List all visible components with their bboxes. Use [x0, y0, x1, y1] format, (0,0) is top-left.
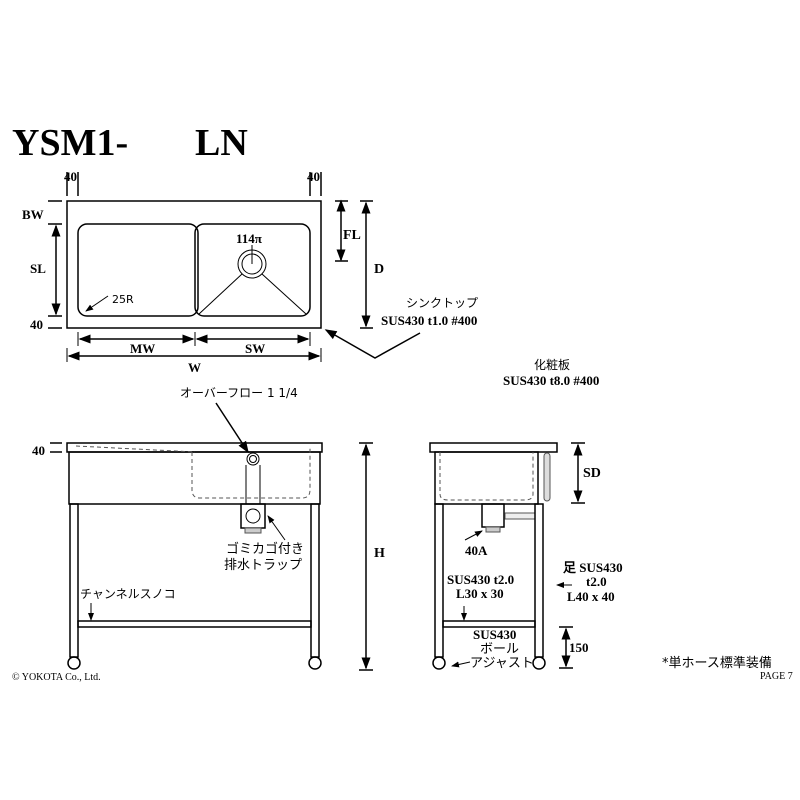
radius-label: 25R	[112, 293, 134, 306]
front-view: オーバーフロー 1 1/4 40 ゴミカゴ付き 排水トラップ チャンネルスノコ …	[32, 386, 385, 671]
mw-label: MW	[130, 341, 155, 356]
fl-label: FL	[343, 228, 361, 243]
trap-label-line2: 排水トラップ	[224, 558, 302, 573]
h-label: H	[374, 546, 385, 561]
page-number: PAGE 7	[760, 671, 793, 682]
top-view: 40 40 BW SL 40 FL D MW SW W 25R 114π シンク…	[22, 169, 478, 375]
side-view: SD 40A SUS430 t2.0 L30 x 30 足 SUS430 t2.…	[429, 442, 623, 671]
channel-shelf	[77, 620, 312, 628]
leg-size: L40 x 40	[567, 589, 615, 604]
adjuster-material: SUS430	[473, 627, 516, 642]
overflow-label: オーバーフロー 1 1/4	[180, 386, 298, 400]
copyright: © YOKOTA Co., Ltd.	[12, 672, 101, 683]
adjuster-label: アジャスト	[470, 656, 534, 671]
adjuster-type: ボール	[480, 642, 519, 657]
leg-material: 足 SUS430	[563, 560, 623, 575]
sd-label: SD	[583, 466, 601, 481]
d-label: D	[374, 262, 384, 277]
leg-thickness: t2.0	[586, 574, 607, 589]
frame-material: SUS430 t2.0	[447, 572, 514, 587]
w-label: W	[188, 360, 201, 375]
sl-label: SL	[30, 261, 46, 276]
frame-size: L30 x 30	[456, 586, 504, 601]
right-margin-label: 40	[307, 169, 320, 184]
drain-size-label: 114π	[236, 231, 262, 246]
top-thickness-label: 40	[32, 443, 45, 458]
model-title: YSM1-	[12, 122, 128, 164]
bw-label: BW	[22, 207, 44, 222]
panel-material: SUS430 t8.0 #400	[503, 373, 599, 388]
hose-note: *単ホース標準装備	[662, 655, 772, 671]
left-margin-label: 40	[64, 169, 77, 184]
shelf-label: チャンネルスノコ	[80, 587, 176, 601]
model-suffix: LN	[195, 122, 248, 164]
clearance-label: 150	[569, 640, 589, 655]
drain-trap	[240, 503, 266, 529]
sink-top-label: シンクトップ	[406, 296, 478, 310]
front-margin-label: 40	[30, 317, 43, 332]
panel-label: 化粧板	[534, 358, 570, 372]
trap-label-line1: ゴミカゴ付き	[226, 541, 304, 557]
sink-top-material: SUS430 t1.0 #400	[381, 313, 477, 328]
drain-outlet-label: 40A	[465, 543, 488, 558]
sw-label: SW	[245, 341, 265, 356]
